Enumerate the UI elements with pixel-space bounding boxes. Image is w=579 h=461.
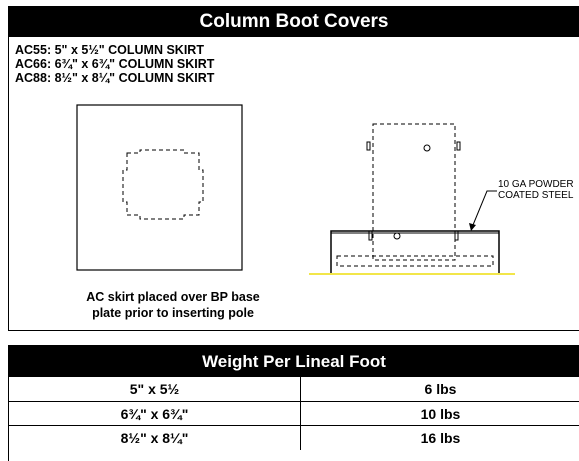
model-ac55: AC55: 5" x 5½" COLUMN SKIRT — [15, 43, 204, 57]
panel-title: Column Boot Covers — [9, 7, 579, 37]
column-boot-covers-panel: Column Boot Covers AC55: 5" x 5½" COLUMN… — [8, 6, 579, 331]
model-list: AC55: 5" x 5½" COLUMN SKIRT AC66: 6¾" x … — [15, 43, 214, 85]
weight-cell: 6 lbs — [424, 381, 457, 397]
weight-cell: 16 lbs — [420, 430, 461, 446]
top-view-drawing — [76, 104, 243, 271]
callout-line-2: COATED STEEL — [498, 190, 574, 201]
weight-table: Weight Per Lineal Foot 5" x 5½ 6 lbs 6¾"… — [8, 345, 579, 461]
weight-cell: 10 lbs — [420, 406, 461, 422]
material-callout: 10 GA POWDER COATED STEEL — [498, 179, 574, 201]
callout-line-1: 10 GA POWDER — [498, 179, 574, 190]
table-row: 5" x 5½ 6 lbs — [9, 377, 579, 401]
caption-line-2: plate prior to inserting pole — [92, 306, 254, 320]
side-view-drawing — [309, 123, 515, 275]
size-cell: 6¾" x 6¾" — [9, 402, 301, 426]
drawing-caption: AC skirt placed over BP base plate prior… — [53, 289, 293, 321]
caption-line-1: AC skirt placed over BP base — [86, 290, 260, 304]
size-cell: 5" x 5½ — [9, 377, 301, 401]
size-cell: 8½" x 8¼" — [9, 426, 301, 450]
table-row: 6¾" x 6¾" 10 lbs — [9, 401, 579, 426]
model-ac88: AC88: 8½" x 8¼" COLUMN SKIRT — [15, 71, 215, 85]
technical-drawing — [76, 104, 515, 275]
table-row: 8½" x 8¼" 16 lbs — [9, 425, 579, 450]
weight-table-title: Weight Per Lineal Foot — [9, 346, 579, 377]
model-ac66: AC66: 6¾" x 6¾" COLUMN SKIRT — [15, 57, 215, 71]
